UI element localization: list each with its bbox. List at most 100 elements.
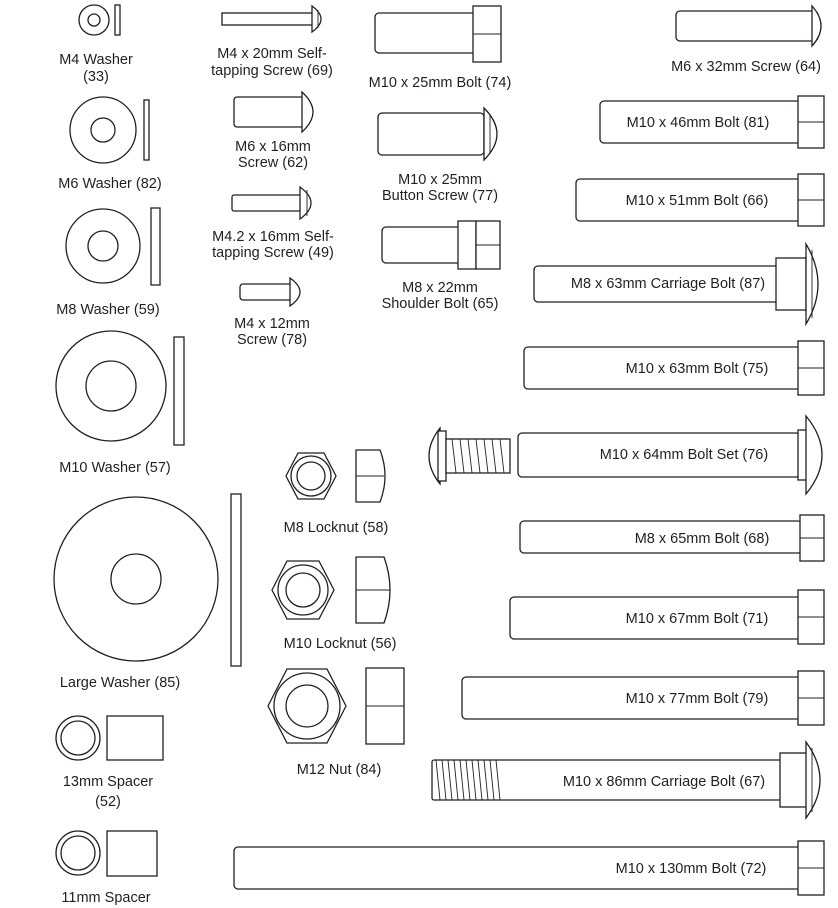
m4-washer-side [114,4,121,36]
m42x16-self-tapping-screw: M4.2 x 16mm Self- tapping Screw (49) [212,185,334,261]
m10x63-bolt-label: M10 x 63mm Bolt (75) [626,361,769,377]
m10x46-bolt-label: M10 x 46mm Bolt (81) [627,115,770,131]
m10x25-button-screw-head [483,106,498,162]
spacer-11mm-label: 11mm Spacer [61,890,150,906]
m10x77-bolt-label: M10 x 77mm Bolt (79) [626,691,769,707]
m4x20-screw-label-1: M4 x 20mm Self- [217,46,327,62]
m10x25-bolt-label: M10 x 25mm Bolt (74) [369,75,512,91]
m10-locknut-face [271,560,335,620]
m10-locknut-label: M10 Locknut (56) [284,636,397,652]
m8-washer: M8 Washer (59) [56,207,161,318]
m4x20-self-tapping-screw: M4 x 20mm Self- tapping Screw (69) [211,4,333,79]
m8x65-bolt-label: M8 x 65mm Bolt (68) [635,531,770,547]
m10x25-bolt-shank [374,12,480,54]
m4-washer-label-2: (33) [83,69,109,85]
m12-nut-ring [273,672,341,740]
m8-locknut-hole [296,461,326,491]
m10x63-bolt: M10 x 63mm Bolt (75) [523,340,825,396]
m10x25-button-screw-label-2: Button Screw (77) [382,188,498,204]
m10x64-bolt-set-stud-head [428,426,441,486]
large-washer-label: Large Washer (85) [60,675,180,691]
m6-washer-hole [90,117,116,143]
m10x25-button-screw-label-1: M10 x 25mm [398,172,482,188]
m8x22-shoulder-bolt-shank [381,226,463,264]
m6-washer: M6 Washer (82) [58,96,162,192]
spacer-11mm-side [106,830,158,877]
m8-washer-face [65,208,141,284]
m8-locknut-label: M8 Locknut (58) [284,520,389,536]
m42x16-screw-label-2: tapping Screw (49) [212,245,334,261]
m10-washer-label: M10 Washer (57) [59,460,170,476]
m6x16-screw-label-1: M6 x 16mm [235,139,311,155]
m8-locknut: M8 Locknut (58) [284,449,389,536]
m10x130-bolt-label: M10 x 130mm Bolt (72) [616,861,767,877]
m8x63-carriage-bolt-label: M8 x 63mm Carriage Bolt (87) [571,276,765,292]
m10x130-bolt: M10 x 130mm Bolt (72) [233,840,825,896]
spacer-13mm-label-1: 13mm Spacer [63,774,153,790]
m10-washer-face [55,330,167,442]
m6x32-screw-label: M6 x 32mm Screw (64) [671,59,821,75]
m10-locknut-hole [285,572,321,608]
m8x63-carriage-bolt: M8 x 63mm Carriage Bolt (87) [533,241,819,327]
m6x16-screw-label-2: Screw (62) [238,155,308,171]
spacer-11mm-face [55,830,101,876]
m10x86-carriage-bolt-label: M10 x 86mm Carriage Bolt (67) [563,774,765,790]
m12-nut-face [267,668,347,744]
m8x22-shoulder-bolt-collar [457,220,477,270]
m12-nut-hole [285,684,329,728]
m10x86-carriage-bolt-head [805,740,821,820]
large-washer-side [230,493,242,667]
m10x77-bolt: M10 x 77mm Bolt (79) [461,670,825,726]
m10x46-bolt: M10 x 46mm Bolt (81) [599,95,825,149]
m10x86-carriage-bolt-neck [779,752,809,808]
m6x32-screw: M6 x 32mm Screw (64) [671,4,822,75]
spacer-11mm-hole [60,835,96,871]
m4x20-screw-head [311,4,322,34]
m6-washer-face [69,96,137,164]
m8x65-bolt: M8 x 65mm Bolt (68) [519,514,825,562]
m10x25-bolt: M10 x 25mm Bolt (74) [369,5,512,91]
spacer-13mm-label-2: (52) [95,794,121,810]
large-washer-face [53,496,219,662]
m10x64-bolt-set-head [805,414,823,496]
spacer-13mm-hole [60,720,96,756]
m8x63-carriage-bolt-neck [775,257,807,311]
m4-washer-face [78,4,110,36]
m10x25-button-screw-shank [377,112,485,156]
m10x25-button-screw: M10 x 25mm Button Screw (77) [377,106,498,204]
m42x16-screw-head [299,185,312,221]
m8x22-shoulder-bolt-label-1: M8 x 22mm [402,280,478,296]
m4-washer: M4 Washer (33) [59,4,133,85]
m12-nut: M12 Nut (84) [267,667,405,778]
m10x67-bolt: M10 x 67mm Bolt (71) [509,589,825,645]
m6x32-screw-shank [675,10,819,42]
m10x64-bolt-set-stud-collar [437,430,447,482]
m10x67-bolt-label: M10 x 67mm Bolt (71) [626,611,769,627]
m8x22-shoulder-bolt-label-2: Shoulder Bolt (65) [382,296,499,312]
m6x32-screw-head [811,4,822,48]
m8x22-shoulder-bolt: M8 x 22mm Shoulder Bolt (65) [381,220,501,312]
m10-locknut: M10 Locknut (56) [271,556,397,652]
m8-washer-hole [87,230,119,262]
m4x12-screw-shank [239,283,293,301]
large-washer-hole [110,553,162,605]
m4x20-screw-shank [221,12,315,26]
m10-washer-side [173,336,185,446]
spacer-13mm-side [106,715,164,761]
spacer-13mm: 13mm Spacer (52) [55,715,164,810]
m10x86-carriage-bolt: M10 x 86mm Carriage Bolt (67) [431,740,821,820]
m6x16-screw: M6 x 16mm Screw (62) [233,90,314,171]
m6x16-screw-head [301,90,314,134]
m42x16-screw-label-1: M4.2 x 16mm Self- [212,229,334,245]
m4-washer-hole [87,13,101,27]
m4x20-screw-label-2: tapping Screw (69) [211,63,333,79]
m4x12-screw-label-1: M4 x 12mm [234,316,310,332]
m10x51-bolt-label: M10 x 51mm Bolt (66) [626,193,769,209]
m10-washer: M10 Washer (57) [55,330,185,476]
m10-locknut-ring [277,564,329,616]
spacer-11mm: 11mm Spacer [55,830,158,906]
large-washer: Large Washer (85) [53,493,242,691]
m6x16-screw-shank [233,96,305,128]
m8-washer-label: M8 Washer (59) [56,302,159,318]
